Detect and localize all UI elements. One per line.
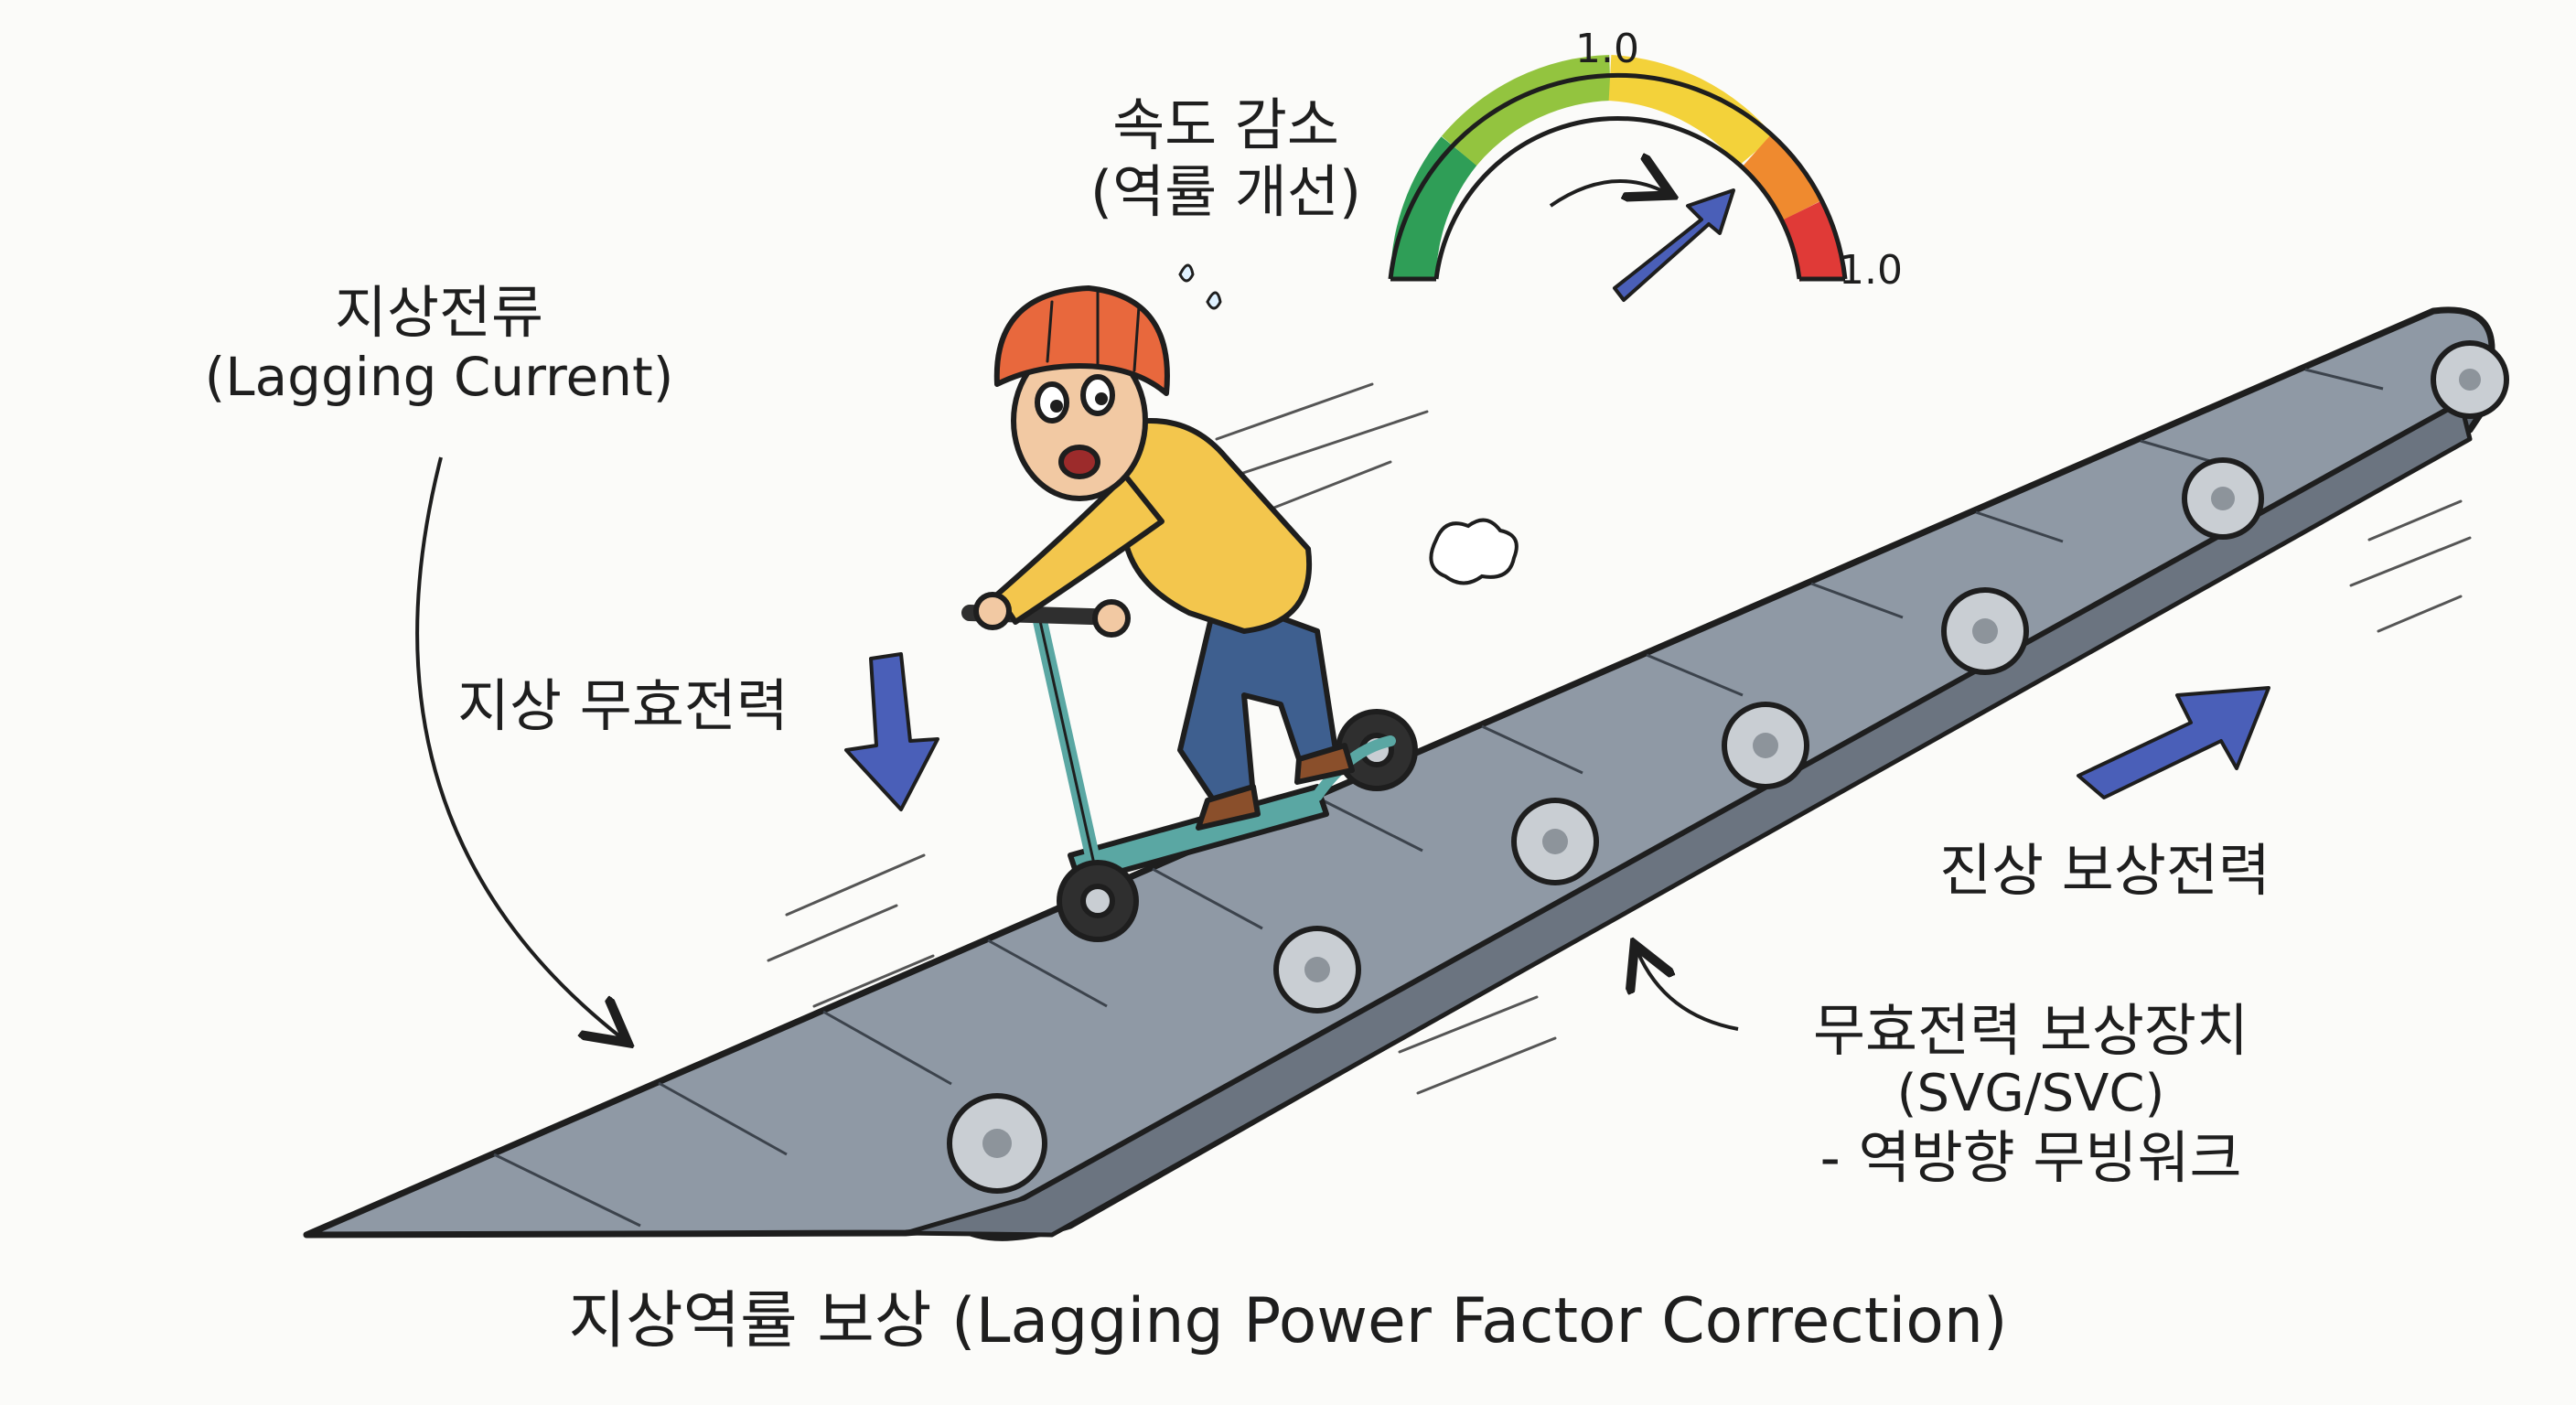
rider-jacket: [1100, 418, 1313, 634]
belt-side: [903, 400, 2473, 1238]
down-arrow-icon: [844, 652, 939, 811]
gauge-segment: [1781, 199, 1845, 283]
gauge-motion-arrow: [1549, 181, 1665, 208]
gauge-needle-icon: [1613, 188, 1735, 302]
gauge-segment: [1608, 55, 1775, 166]
gauge-segment: [1441, 55, 1612, 166]
compensator-ko: 무효전력 보상장치: [1812, 997, 2249, 1064]
speed-reduction-ko: 속도 감소: [1112, 91, 1339, 158]
rider-arm: [994, 473, 1165, 625]
speed-reduction-label: 속도 감소 (역률 개선): [1043, 91, 1409, 225]
up-right-arrow-icon: [2077, 686, 2270, 799]
speed-reduction-paren: (역률 개선): [1089, 158, 1362, 226]
lagging-current-ko: 지상전류: [334, 279, 544, 346]
compensator-arrow-icon: [1637, 951, 1739, 1031]
page-title: 지상역률 보상 (Lagging Power Factor Correction…: [568, 1285, 2008, 1357]
lagging-reactive-label: 지상 무효전력: [457, 672, 789, 739]
compensator-model: (SVG/SVC): [1896, 1064, 2165, 1124]
kick-scooter: [961, 605, 1418, 942]
gauge-icon: [1388, 55, 1848, 283]
gauge-right-value: 1.0: [1839, 247, 1903, 294]
gauge-segment: [1740, 134, 1823, 221]
lagging-current-label: 지상전류 (Lagging Current): [183, 279, 695, 409]
compensator-desc: - 역방향 무빙워크: [1819, 1124, 2242, 1192]
rider: [973, 263, 1355, 831]
curved-arrow-icon: [415, 456, 622, 1038]
lagging-current-en: (Lagging Current): [204, 346, 674, 409]
gauge-top-value: 1.0: [1575, 26, 1639, 72]
compensator-label: 무효전력 보상장치 (SVG/SVC) - 역방향 무빙워크: [1738, 997, 2324, 1191]
rider-legs: [1177, 592, 1338, 808]
gauge-segment: [1390, 136, 1477, 280]
rider-helmet: [993, 285, 1170, 396]
dust-puff-icon: [1429, 518, 1519, 585]
leading-compensation-label: 진상 보상전력: [1939, 837, 2270, 904]
